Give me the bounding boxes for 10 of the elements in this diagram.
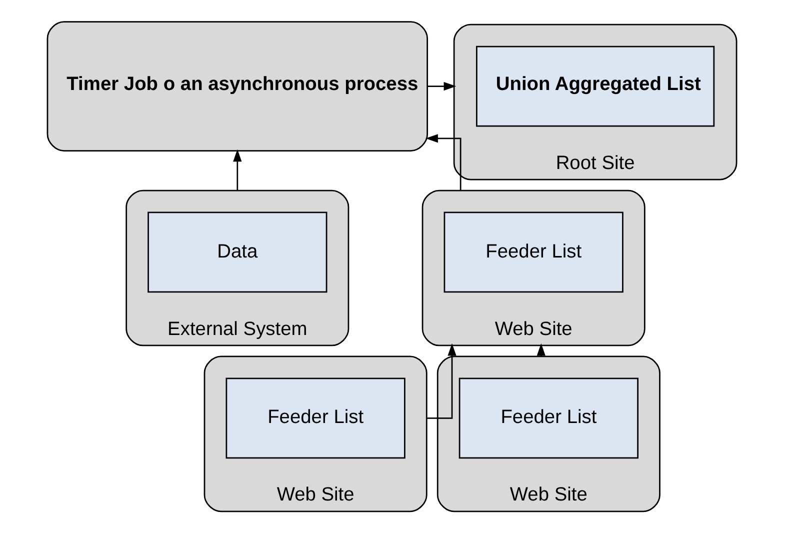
node-box: Feeder List (226, 378, 406, 459)
node-box: Feeder List (458, 378, 638, 459)
node-box: Data (148, 212, 328, 293)
arrow (427, 82, 456, 91)
arrow (233, 149, 242, 191)
arrow (426, 343, 456, 419)
node-box: Feeder List (444, 212, 624, 293)
node-box: Timer Job o an asynchronous process (46, 21, 428, 152)
node-box: Union Aggregated List (476, 46, 715, 127)
arrow (426, 134, 462, 191)
